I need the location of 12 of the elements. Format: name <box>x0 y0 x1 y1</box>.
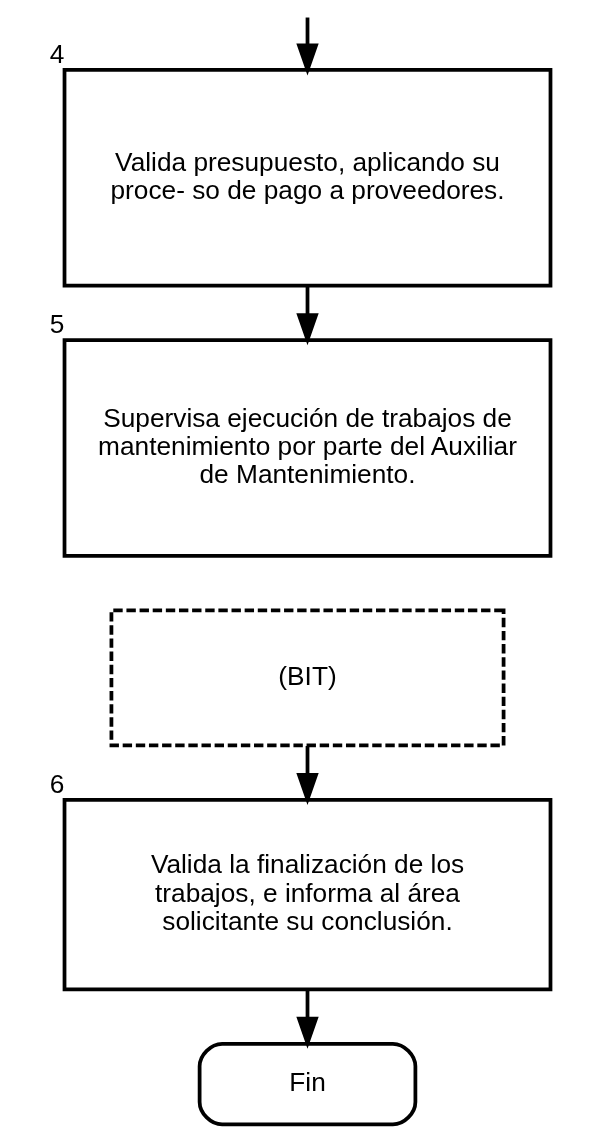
node-box: (BIT) <box>109 608 506 748</box>
node-box: Fin <box>197 1041 418 1127</box>
arrow <box>296 746 319 805</box>
node-box: Supervisa ejecución de trabajos de mantenimiento por parte del Auxiliar de Mantenimiento. <box>62 338 553 558</box>
node-box: Valida presupuesto, aplicando su proce- so de pago a proveedores. <box>62 68 553 288</box>
arrow <box>296 285 319 346</box>
node-box: Valida la finalización de los trabajos, e informa al área solicitante su conclusión. <box>62 797 553 992</box>
node-label: 5 <box>49 309 65 340</box>
node-label: 6 <box>49 768 65 799</box>
node-label: 4 <box>49 38 65 69</box>
arrow <box>296 989 319 1049</box>
arrow <box>296 17 319 76</box>
